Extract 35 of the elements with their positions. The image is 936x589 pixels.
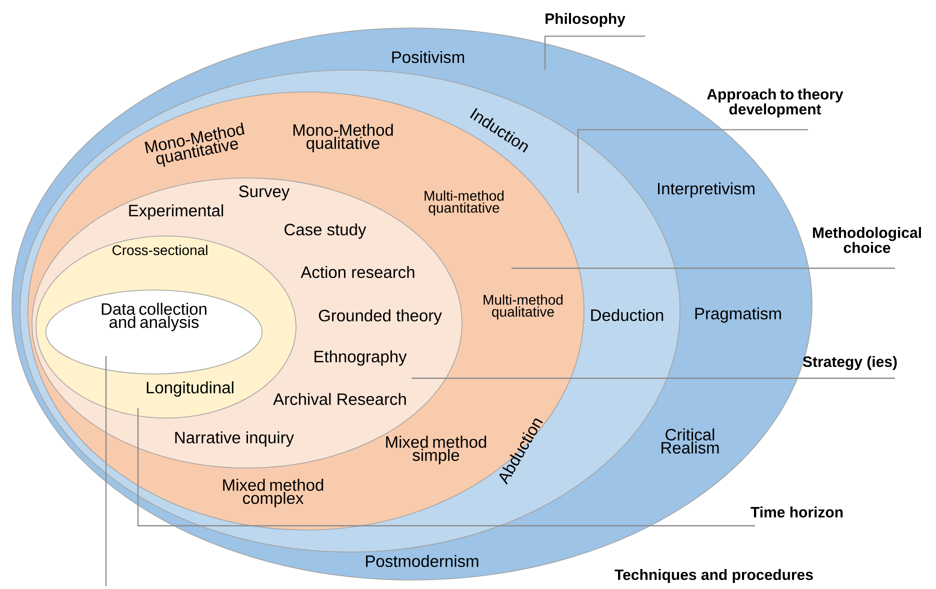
leader-line	[137, 408, 755, 526]
layer-label: Interpretivism	[658, 182, 754, 198]
layer-label: Action research	[300, 266, 414, 278]
layer-label: Deduction	[591, 308, 664, 322]
layer-label: Mixed method simple	[386, 436, 486, 464]
layer-label: Pragmatism	[695, 307, 781, 323]
leader-line	[577, 129, 808, 193]
layer-label: Mixed method complex	[223, 478, 324, 508]
leader-line	[511, 267, 896, 269]
layer-label: Positivism	[392, 50, 464, 64]
layer-heading: Methodological choice	[813, 226, 921, 254]
layer-label: Grounded theory	[318, 309, 442, 325]
layer-label: Multi-method qualitative	[484, 294, 563, 320]
layer-label: Critical Realism	[662, 428, 719, 454]
layer-label: Archival Research	[273, 392, 406, 406]
layer-label: Ethnography	[314, 350, 407, 366]
layer-heading: Time horizon	[750, 506, 843, 518]
layer-label: Postmodernism	[366, 554, 478, 568]
layer-label: Mono-Method qualitative	[293, 124, 393, 152]
layer-heading: Philosophy	[546, 13, 626, 27]
leader-line	[544, 36, 645, 70]
layer-label: Data collection and analysis	[102, 302, 206, 332]
layer-heading: Approach to theory development	[707, 88, 844, 118]
layer-heading: Strategy (ies)	[802, 356, 897, 370]
layer-label: Narrative inquiry	[175, 431, 294, 447]
layer-heading: Techniques and procedures	[614, 569, 813, 583]
layer-label: Longitudinal	[146, 381, 234, 397]
layer-label: Experimental	[129, 204, 224, 220]
leader-line	[411, 377, 896, 379]
leader-line	[105, 356, 107, 586]
layer-label: Case study	[284, 223, 366, 239]
layer-label: Survey	[239, 186, 290, 200]
layer-label: Multi-method quantitative	[424, 190, 504, 216]
onion-layer	[46, 290, 262, 374]
layer-label: Cross-sectional	[112, 244, 208, 256]
